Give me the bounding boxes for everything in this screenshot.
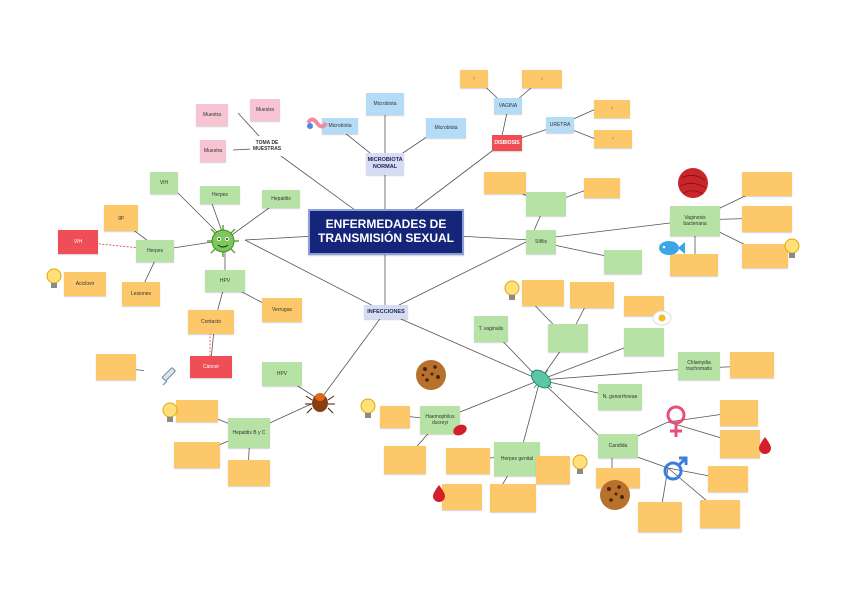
microbiota-note-1: Microbiota: [366, 93, 404, 115]
node-t-vaginalis: T. vaginalis: [474, 316, 508, 342]
virus-note-9: HPV: [205, 270, 245, 292]
muestra-note-2: Muestra: [250, 99, 280, 121]
lightbulb-icon-2: [504, 280, 520, 300]
low-note-6: [536, 456, 570, 484]
mid-note-5: [548, 324, 588, 352]
bact-note-2: [526, 192, 566, 216]
lb-note-3: [176, 400, 218, 422]
uretra-note-2: ↑: [594, 130, 632, 148]
virus-note-12: Cáncer: [190, 356, 232, 378]
lightbulb-icon-6: [572, 454, 588, 474]
virus-note-2: Herpes: [200, 186, 240, 204]
node-microbiota: MICROBIOTA NORMAL: [366, 153, 404, 175]
virus-note-3: Hepatitis: [262, 190, 300, 208]
bact-note-5: [604, 250, 642, 274]
egg-icon: [652, 310, 672, 326]
bact-note-3: [584, 178, 620, 198]
lightbulb-icon-3: [784, 238, 800, 258]
node-uretra: URETRA: [546, 117, 574, 133]
syringe-icon: [162, 367, 176, 386]
virus-note-6: VIH: [58, 230, 98, 254]
node-sifilis: Sífilis: [526, 230, 556, 254]
bact-note-1: [484, 172, 526, 194]
bact-note-9: [742, 206, 792, 232]
bacterium-icon: [529, 369, 553, 389]
node-hepatitis: Hepatitis B y C: [228, 418, 270, 448]
blood-cell-icon: [453, 424, 467, 436]
microbiota-note-3: Microbiota: [426, 118, 466, 138]
lb-note-5: [174, 442, 220, 468]
tick-icon: [305, 393, 335, 414]
muestra-note-1: Muestra: [196, 104, 228, 126]
virus-note-4: Herpes: [136, 240, 174, 262]
microbiota-note-2: Microbiota: [322, 118, 358, 134]
low-note-3: [384, 446, 426, 474]
virus-note-8: Lesiones: [122, 282, 160, 306]
node-vaginosis: Vaginosis bacteriana: [670, 206, 720, 236]
blood-drop-icon-2: [759, 437, 771, 454]
uretra-note-1: ↑: [594, 100, 630, 118]
node-n-gonorrhoeae: N. gonorrhoeae: [598, 384, 642, 410]
lightbulb-icon-4: [162, 402, 178, 422]
node-candida: Candida: [598, 434, 638, 458]
virus-note-1: VIH: [150, 172, 178, 194]
virus-note-5: gp: [104, 205, 138, 231]
female-symbol-icon: [666, 405, 686, 437]
mid-note-1: [522, 280, 564, 306]
node-chlamydia: Chlamydia trachomatis: [678, 352, 720, 380]
diagram-title: ENFERMEDADES DE TRANSMISIÓN SEXUAL: [308, 209, 464, 255]
low-note-7: [442, 484, 482, 510]
low-note-14: [638, 502, 682, 532]
virus-note-7: Aciclovir: [64, 272, 106, 296]
node-disbiosis: DISBIOSIS: [492, 135, 522, 151]
node-infecciones: INFECCIONES: [364, 305, 408, 319]
node-toma-muestras: TOMA DE MUESTRAS: [250, 136, 284, 156]
mid-note-2: [570, 282, 614, 308]
virus-icon: [207, 225, 239, 257]
mid-note-6: [624, 328, 664, 356]
vagina-note-1: ↑: [460, 70, 488, 88]
cookie-icon: [416, 360, 446, 390]
blood-drop-icon-1: [433, 485, 445, 502]
bact-note-7: [670, 254, 718, 276]
low-note-11: [720, 400, 758, 426]
lightbulb-icon-5: [360, 398, 376, 418]
node-hpv: HPV: [262, 362, 302, 386]
virus-note-11: Contacto: [188, 310, 234, 334]
mid-note-3: [624, 296, 664, 316]
mid-note-8: [730, 352, 774, 378]
virus-note-10: Verrugas: [262, 298, 302, 322]
low-note-1: [380, 406, 410, 428]
lb-note-1: [96, 354, 136, 380]
node-vagina: VAGINA: [494, 98, 522, 114]
cookie-icon-2: [600, 480, 630, 510]
lb-note-6: [228, 460, 270, 486]
fish-icon: [659, 241, 685, 255]
intestine-icon: [306, 117, 328, 129]
low-note-13: [708, 466, 748, 492]
bact-note-8: [742, 172, 792, 196]
bact-note-10: [742, 244, 788, 268]
low-note-15: [700, 500, 740, 528]
bacteria-ball-icon: [678, 168, 708, 198]
lightbulb-icon-1: [46, 268, 62, 288]
vagina-note-2: ↓: [522, 70, 562, 88]
muestra-note-3: Muestra: [200, 140, 226, 162]
male-symbol-icon: [663, 456, 688, 481]
low-note-12: [720, 430, 760, 458]
low-note-4: [446, 448, 490, 474]
node-herpes: Herpes genital: [494, 442, 540, 476]
low-note-8: [490, 484, 536, 512]
node-haemophilus: Haemophilus ducreyi: [420, 406, 460, 434]
